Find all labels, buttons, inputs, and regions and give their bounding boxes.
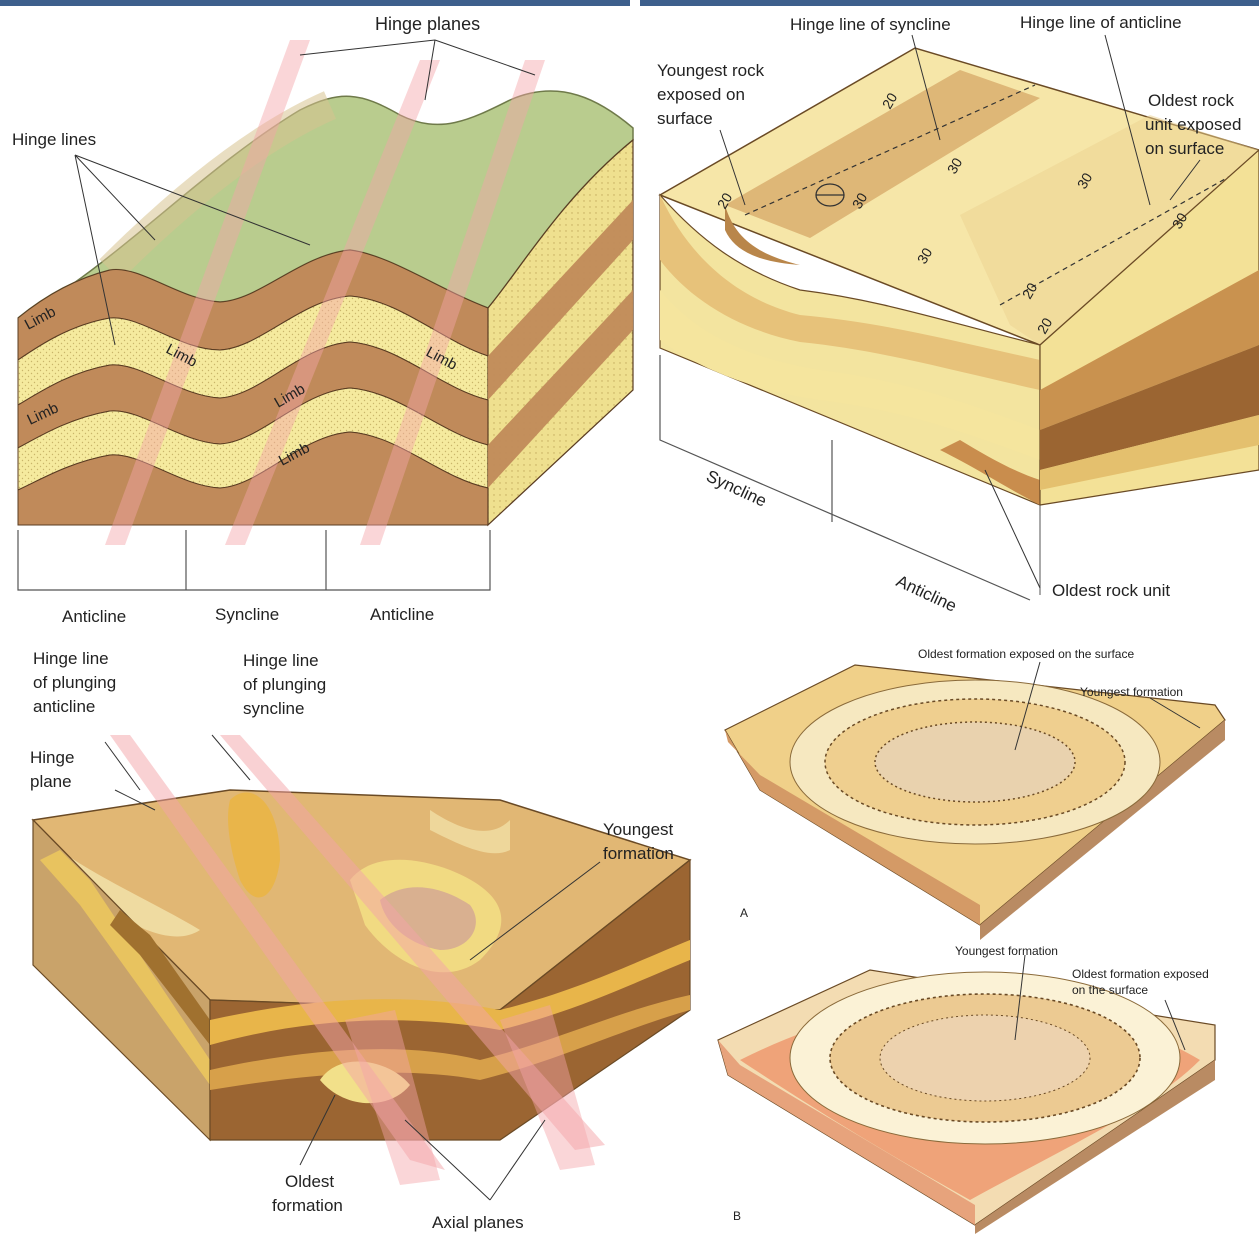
label-dome-letter: A (740, 906, 748, 920)
label-basin-letter: B (733, 1209, 741, 1223)
label-hinge-line-syncline: Hinge line of syncline (790, 15, 951, 34)
label-dome-oldest: Oldest formation exposed on the surface (918, 647, 1134, 661)
label-oldest-formation-2: formation (272, 1196, 343, 1215)
label-basin-oldest-2: on the surface (1072, 983, 1148, 997)
label-youngest-rock-3: surface (657, 109, 713, 128)
label-plunging-syncline-1: Hinge line (243, 651, 319, 670)
label-anticline-map: Anticline (893, 571, 959, 615)
label-syncline: Syncline (215, 605, 279, 624)
label-youngest-rock-2: exposed on (657, 85, 745, 104)
label-oldest-formation-1: Oldest (285, 1172, 334, 1191)
label-plunging-anticline-3: anticline (33, 697, 95, 716)
basin-panel: Youngest formation Oldest formation expo… (718, 944, 1215, 1234)
map-block-panel: 20 20 30 30 30 30 20 20 30 Hinge line of… (657, 13, 1259, 616)
folds-panel: Hinge planes Hinge lines Limb Limb Limb … (12, 14, 633, 626)
label-youngest-formation-1: Youngest (603, 820, 674, 839)
label-hinge-plane-1: Hinge (30, 748, 74, 767)
label-oldest-rock-unit: Oldest rock unit (1052, 581, 1170, 600)
label-axial-planes: Axial planes (432, 1213, 524, 1232)
label-hinge-lines: Hinge lines (12, 130, 96, 149)
label-oldest-rock-2: unit exposed (1145, 115, 1241, 134)
label-anticline-right: Anticline (370, 605, 434, 624)
label-youngest-rock-1: Youngest rock (657, 61, 765, 80)
label-oldest-rock-3: on surface (1145, 139, 1224, 158)
dome-panel: Oldest formation exposed on the surface … (725, 647, 1225, 940)
label-plunging-syncline-3: syncline (243, 699, 304, 718)
label-hinge-line-anticline: Hinge line of anticline (1020, 13, 1182, 32)
label-hinge-plane-2: plane (30, 772, 72, 791)
label-plunging-anticline-1: Hinge line (33, 649, 109, 668)
label-basin-oldest-1: Oldest formation exposed (1072, 967, 1209, 981)
label-oldest-rock-1: Oldest rock (1148, 91, 1234, 110)
label-plunging-syncline-2: of plunging (243, 675, 326, 694)
plunging-fold-panel: Hinge line of plunging anticline Hinge l… (30, 649, 690, 1232)
label-hinge-planes: Hinge planes (375, 14, 480, 34)
label-dome-youngest: Youngest formation (1080, 685, 1183, 699)
label-youngest-formation-2: formation (603, 844, 674, 863)
label-basin-youngest: Youngest formation (955, 944, 1058, 958)
label-plunging-anticline-2: of plunging (33, 673, 116, 692)
label-anticline-left: Anticline (62, 607, 126, 626)
